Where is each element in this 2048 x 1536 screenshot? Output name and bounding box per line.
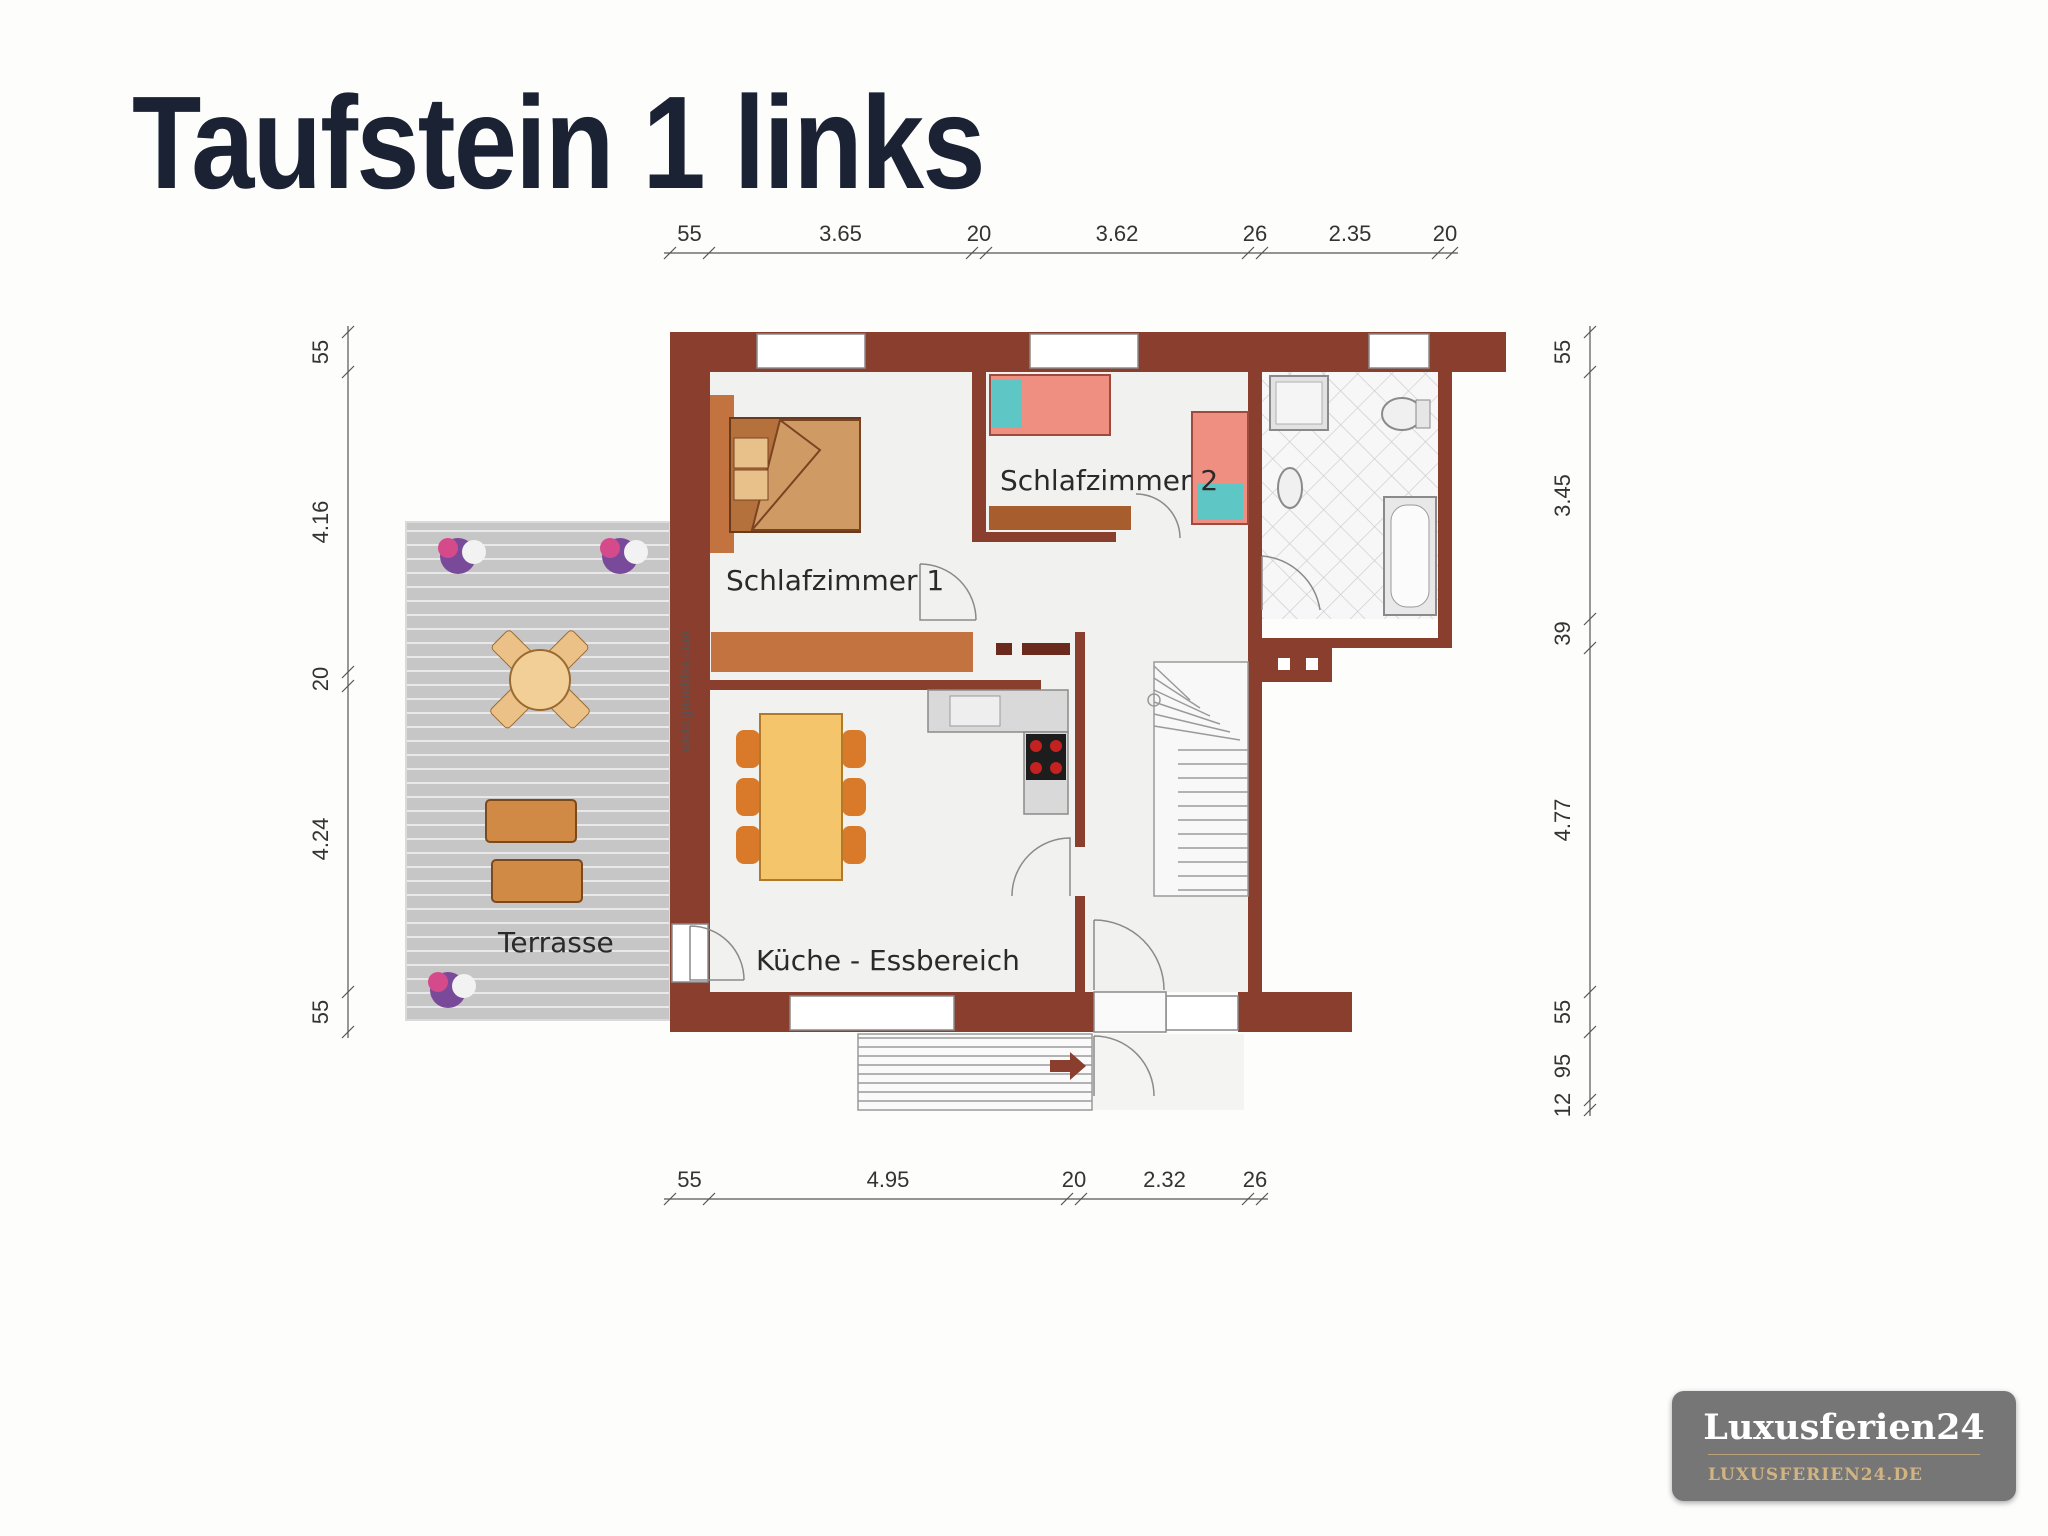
shower-icon — [1269, 375, 1329, 431]
toilet-icon — [1381, 397, 1431, 431]
dim-left-3: 4.24 — [308, 818, 333, 861]
dim-left-1: 4.16 — [308, 501, 333, 544]
dim-top-5: 2.35 — [1329, 221, 1372, 246]
dining-table-icon — [736, 713, 866, 881]
dimension-lines — [341, 246, 1597, 1206]
room-label-bedroom1: Schlafzimmer 1 — [726, 564, 944, 597]
dim-top-6: 20 — [1433, 221, 1457, 246]
dim-right-4: 55 — [1550, 1000, 1575, 1024]
doors — [689, 493, 1321, 1097]
dim-top-2: 20 — [967, 221, 991, 246]
bathtub-icon — [1383, 496, 1437, 616]
logo-divider — [1708, 1454, 1980, 1455]
round-table-icon — [490, 630, 590, 729]
sun-lounger-icon — [485, 799, 583, 903]
double-bed-icon — [710, 395, 861, 553]
dimension-labels: 55 3.65 20 3.62 26 2.35 20 55 4.95 20 2.32 26 55 4.16… — [308, 221, 1575, 1192]
dim-left-2: 20 — [308, 667, 333, 691]
dim-top-3: 3.62 — [1096, 221, 1139, 246]
dim-right-5: 95 — [1550, 1054, 1575, 1078]
dim-right-2: 39 — [1550, 621, 1575, 645]
dim-right-3: 4.77 — [1550, 799, 1575, 842]
dim-right-0: 55 — [1550, 340, 1575, 364]
dim-bottom-3: 2.32 — [1143, 1167, 1186, 1192]
single-bed-icon — [989, 374, 1249, 525]
wardrobes — [711, 506, 1318, 672]
stair-icon — [1147, 661, 1249, 897]
dim-left-4: 55 — [308, 1000, 333, 1024]
dim-right-6: 12 — [1550, 1093, 1575, 1117]
windows — [671, 333, 1430, 1033]
flower-pot-icon — [428, 538, 648, 1008]
dim-left-0: 55 — [308, 340, 333, 364]
logo-url: LUXUSFERIEN24.DE — [1708, 1465, 1924, 1485]
dim-right-1: 3.45 — [1550, 474, 1575, 517]
dim-bottom-0: 55 — [677, 1167, 701, 1192]
room-label-bedroom2: Schlafzimmer 2 — [1000, 464, 1218, 497]
terrace — [405, 521, 671, 1021]
dim-bottom-1: 4.95 — [867, 1167, 910, 1192]
brand-logo: Luxusferien24 LUXUSFERIEN24.DE — [1672, 1391, 2016, 1501]
room-label-kitchen: Küche - Essbereich — [756, 944, 1020, 977]
logo-name: Luxusferien24 — [1703, 1407, 1985, 1448]
room-label-terrace: Terrasse — [497, 926, 614, 959]
stove-icon — [927, 689, 1069, 815]
entry-arrow-icon — [1050, 1052, 1086, 1080]
dim-top-1: 3.65 — [819, 221, 862, 246]
watermark-text: www.grundriss.com — [677, 631, 693, 753]
dim-top-0: 55 — [677, 221, 701, 246]
dim-bottom-4: 26 — [1243, 1167, 1267, 1192]
dim-bottom-2: 20 — [1062, 1167, 1086, 1192]
dim-top-4: 26 — [1243, 221, 1267, 246]
page-title: Taufstein 1 links — [132, 69, 986, 216]
sink-icon — [1277, 467, 1303, 509]
